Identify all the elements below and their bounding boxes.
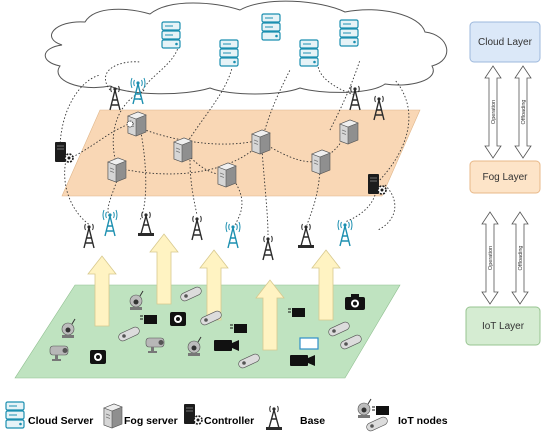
cloud-server-icon xyxy=(299,39,319,67)
fog-server-icon xyxy=(107,157,127,183)
legend-base: Base xyxy=(300,415,325,427)
cloud-server-icon xyxy=(161,21,181,49)
iot-device-icon xyxy=(357,398,372,419)
fog-server-icon xyxy=(173,137,193,163)
fog-server-icon xyxy=(311,149,331,175)
offloading-arrow-lower: Offloading xyxy=(511,211,529,305)
cloud-layer-box xyxy=(469,21,541,63)
fog-server-icon xyxy=(217,162,237,188)
legend-iot-nodes: IoT nodes xyxy=(398,415,448,427)
fog-layer-box xyxy=(469,160,541,194)
gear-icon xyxy=(126,120,134,128)
legend-fog-server: Fog server xyxy=(124,415,178,427)
iot-device-icon xyxy=(299,337,319,350)
layer-stack: Cloud Layer Fog Layer IoT Layer Operatio… xyxy=(465,21,541,346)
iot-layer-label: IoT Layer xyxy=(482,321,525,332)
operation-arrow-lower: Operation xyxy=(481,211,499,305)
fog-server-icon xyxy=(103,403,123,429)
cloud-server-icon xyxy=(5,401,25,429)
iot-device-icon xyxy=(90,350,106,364)
base-tower-icon xyxy=(83,223,95,249)
offloading-label: Offloading xyxy=(518,246,524,271)
legend-cloud-server: Cloud Server xyxy=(28,415,93,427)
base-tower-icon xyxy=(337,219,353,247)
cloud-server-icon xyxy=(219,39,239,67)
cloud-layer-label: Cloud Layer xyxy=(478,37,533,48)
legend-controller: Controller xyxy=(204,415,254,427)
fog-layer-label: Fog Layer xyxy=(482,172,528,183)
legend: Cloud Server Fog server Controller Base … xyxy=(5,398,448,433)
iot-device-icon xyxy=(170,312,186,326)
iot-device-icon xyxy=(371,405,390,416)
fog-server-icon xyxy=(251,129,271,155)
operation-label: Operation xyxy=(491,100,497,124)
offloading-arrow-upper: Offloading xyxy=(514,65,532,159)
controller-icon xyxy=(183,403,203,425)
fog-server-icon xyxy=(339,119,359,145)
operation-arrow-upper: Operation xyxy=(484,65,502,159)
iot-device-icon xyxy=(214,340,239,351)
base-tower-icon xyxy=(262,235,274,261)
base-tower-icon xyxy=(102,209,118,237)
base-tower-icon xyxy=(297,223,315,249)
controller-icon xyxy=(54,141,74,163)
cloud-server-icon xyxy=(339,19,359,47)
iot-layer-box xyxy=(465,306,541,346)
connection-lines xyxy=(59,47,410,236)
operation-label: Operation xyxy=(488,246,494,270)
base-tower-icon xyxy=(225,221,241,249)
cloud-server-icon xyxy=(261,13,281,41)
offloading-label: Offloading xyxy=(521,100,527,125)
base-tower-icon xyxy=(137,211,155,237)
iot-device-icon xyxy=(364,415,390,433)
base-tower-icon xyxy=(191,215,203,241)
fog-plane xyxy=(61,109,421,197)
iot-device-icon xyxy=(290,355,315,366)
base-tower-icon xyxy=(265,405,283,431)
